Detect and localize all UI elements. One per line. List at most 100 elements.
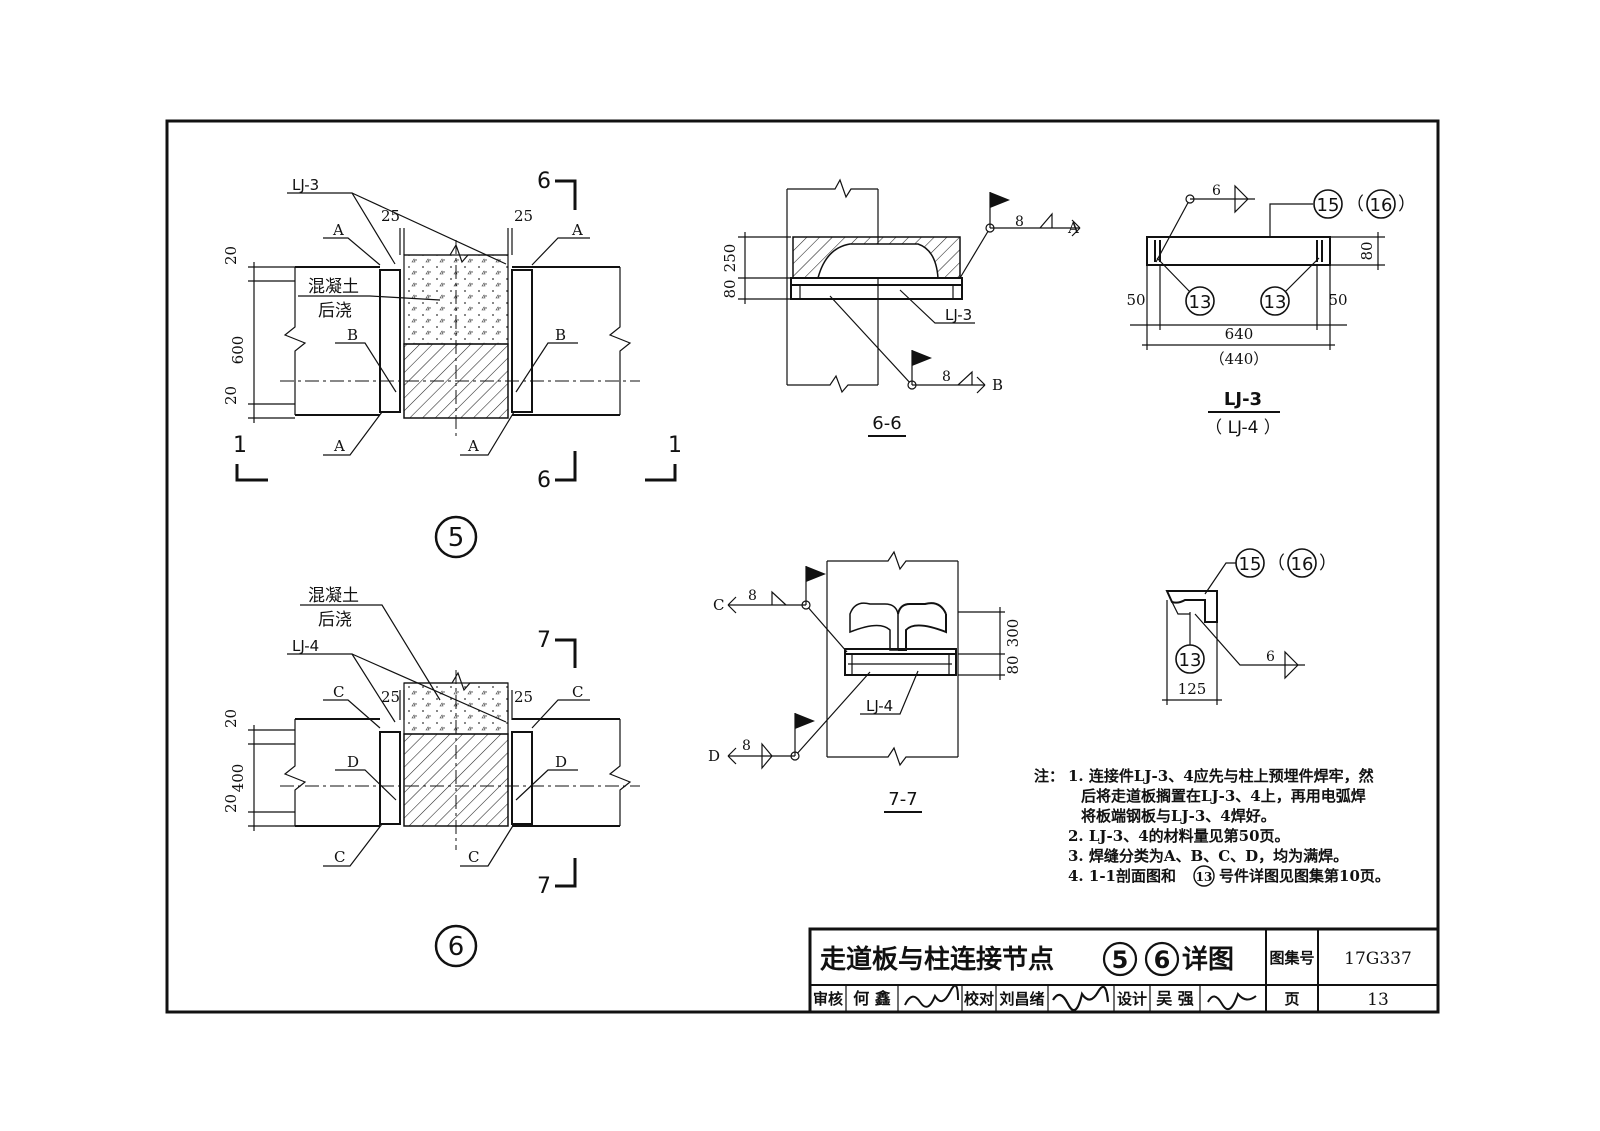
detail-5: 20 600 20 25 25 LJ-3 A A 混凝土 后浇 B B A A … bbox=[222, 169, 682, 559]
lj3-lj4-detail: 6 15 （ 16 ） 13 13 80 50 50 640 （440） LJ-… bbox=[1126, 183, 1416, 438]
lj3-title: LJ-3 bbox=[1224, 389, 1262, 410]
part-15: 15 bbox=[1317, 195, 1340, 216]
weld-size: 6 bbox=[1266, 649, 1275, 665]
detail-number-6: 6 bbox=[448, 932, 465, 962]
svg-text:）: ） bbox=[1319, 553, 1337, 574]
dim-80: 80 bbox=[721, 279, 739, 298]
svg-text:（: （ bbox=[1267, 553, 1285, 574]
section-title-6-6: 6-6 bbox=[872, 413, 901, 434]
title-suffix: 详图 bbox=[1182, 944, 1234, 975]
label-lj4: LJ-4 bbox=[292, 637, 319, 655]
weld-c-tr: C bbox=[572, 683, 583, 701]
note-4-part-13: 13 bbox=[1196, 870, 1213, 884]
section-7-7: 300 80 8 C 8 D LJ-4 7-7 bbox=[708, 550, 1022, 813]
weld-c-br: C bbox=[468, 848, 479, 866]
weld-c-bl: C bbox=[334, 848, 345, 866]
weld-a-bl: A bbox=[333, 437, 345, 455]
note-4-part-1: 4. 1-1剖面图和 bbox=[1068, 867, 1176, 885]
weld-b-left: B bbox=[347, 326, 358, 344]
notes-prefix: 注： bbox=[1034, 767, 1064, 785]
weld-a-br: A bbox=[467, 437, 479, 455]
dim-20-bottom: 20 bbox=[222, 794, 240, 813]
weld-b-right: B bbox=[555, 326, 566, 344]
dim-25-right: 25 bbox=[514, 688, 533, 706]
dim-80: 80 bbox=[1358, 241, 1376, 260]
label-concrete: 混凝土 bbox=[308, 586, 359, 606]
dim-50-right: 50 bbox=[1328, 291, 1347, 309]
weld-size-d: 8 bbox=[742, 738, 751, 754]
dim-25-right: 25 bbox=[514, 207, 533, 225]
section-6-6: 250 80 8 A 8 B LJ-3 6-6 bbox=[721, 178, 1081, 437]
dim-125: 125 bbox=[1178, 680, 1207, 698]
dim-440: （440） bbox=[1210, 350, 1269, 368]
label-cast-later: 后浇 bbox=[318, 610, 352, 630]
lj4-subtitle: （ LJ-4 ） bbox=[1205, 418, 1281, 438]
svg-text:）: ） bbox=[1398, 194, 1416, 215]
weld-c-tl: C bbox=[333, 683, 344, 701]
note-1-line-1: 1. 连接件LJ-3、4应先与柱上预埋件焊牢，然 bbox=[1068, 767, 1374, 785]
check-label: 校对 bbox=[964, 990, 994, 1008]
dim-25-left: 25 bbox=[381, 688, 400, 706]
weld-a-tl: A bbox=[332, 221, 344, 239]
dim-600: 600 bbox=[229, 336, 247, 365]
weld-a: A bbox=[1067, 219, 1079, 237]
weld-c: C bbox=[713, 596, 724, 614]
checker-signature bbox=[1052, 985, 1110, 1012]
section-mark-6-top: 6 bbox=[537, 169, 551, 194]
label-lj3: LJ-3 bbox=[292, 176, 319, 194]
notes: 注： 1. 连接件LJ-3、4应先与柱上预埋件焊牢，然 后将走道板搁置在LJ-3… bbox=[1034, 767, 1390, 887]
weld-size-b: 8 bbox=[942, 369, 951, 385]
note-3: 3. 焊缝分类为A、B、C、D，均为满焊。 bbox=[1068, 847, 1348, 865]
section-mark-7-bottom: 7 bbox=[537, 874, 551, 899]
title-detail-6: 6 bbox=[1154, 946, 1171, 974]
page-label: 页 bbox=[1284, 990, 1299, 1008]
part-13-right: 13 bbox=[1264, 292, 1287, 313]
note-4-part-2: 号件详图见图集第10页。 bbox=[1219, 867, 1390, 885]
part-13: 13 bbox=[1179, 650, 1202, 671]
designer-signature bbox=[1207, 991, 1257, 1011]
dim-300: 300 bbox=[1004, 619, 1022, 648]
sheet-border bbox=[165, 119, 1440, 1014]
label-lj4: LJ-4 bbox=[866, 697, 893, 715]
dim-400: 400 bbox=[229, 764, 247, 793]
dim-80: 80 bbox=[1004, 655, 1022, 674]
section-mark-6-bottom: 6 bbox=[537, 468, 551, 493]
atlas-label: 图集号 bbox=[1269, 949, 1314, 967]
part-16: 16 bbox=[1370, 195, 1393, 216]
weld-size-a: 8 bbox=[1015, 214, 1024, 230]
part-15: 15 bbox=[1239, 554, 1262, 575]
dim-20-top: 20 bbox=[222, 246, 240, 265]
part-16: 16 bbox=[1291, 554, 1314, 575]
dim-250: 250 bbox=[721, 244, 739, 273]
dim-20-bottom: 20 bbox=[222, 386, 240, 405]
page-number: 13 bbox=[1367, 990, 1389, 1010]
title-block: 走道板与柱连接节点 5 6 详图 图集号 17G337 审核 何 鑫 校对 刘昌… bbox=[808, 927, 1440, 1014]
section-mark-1-right: 1 bbox=[668, 433, 682, 458]
drawing-title: 走道板与柱连接节点 bbox=[820, 944, 1054, 975]
section-mark-1-left: 1 bbox=[233, 433, 247, 458]
review-label: 审核 bbox=[813, 990, 843, 1008]
design-label: 设计 bbox=[1117, 990, 1147, 1008]
weld-d: D bbox=[708, 747, 720, 765]
label-concrete: 混凝土 bbox=[308, 277, 359, 297]
note-2: 2. LJ-3、4的材料量见第50页。 bbox=[1068, 827, 1290, 845]
svg-text:（: （ bbox=[1346, 194, 1364, 215]
label-cast-later: 后浇 bbox=[318, 301, 352, 321]
reviewer-name: 何 鑫 bbox=[853, 989, 891, 1008]
atlas-number: 17G337 bbox=[1344, 949, 1412, 969]
dim-50-left: 50 bbox=[1126, 291, 1145, 309]
note-1-line-2: 后将走道板搁置在LJ-3、4上，再用电弧焊 bbox=[1081, 787, 1366, 805]
checker-name: 刘昌绪 bbox=[999, 990, 1044, 1008]
weld-d-left: D bbox=[347, 753, 359, 771]
reviewer-signature bbox=[904, 984, 959, 1008]
note-1-line-3: 将板端钢板与LJ-3、4焊好。 bbox=[1081, 807, 1276, 825]
dim-20-top: 20 bbox=[222, 709, 240, 728]
dim-25-left: 25 bbox=[381, 207, 400, 225]
section-mark-7-top: 7 bbox=[537, 628, 551, 653]
weld-size-c: 8 bbox=[748, 588, 757, 604]
detail-6: 20 400 20 25 25 混凝土 后浇 LJ-4 C C D D C C … bbox=[222, 586, 640, 968]
designer-name: 吴 强 bbox=[1156, 989, 1194, 1008]
dim-640: 640 bbox=[1225, 325, 1254, 343]
detail-number-5: 5 bbox=[448, 523, 465, 553]
